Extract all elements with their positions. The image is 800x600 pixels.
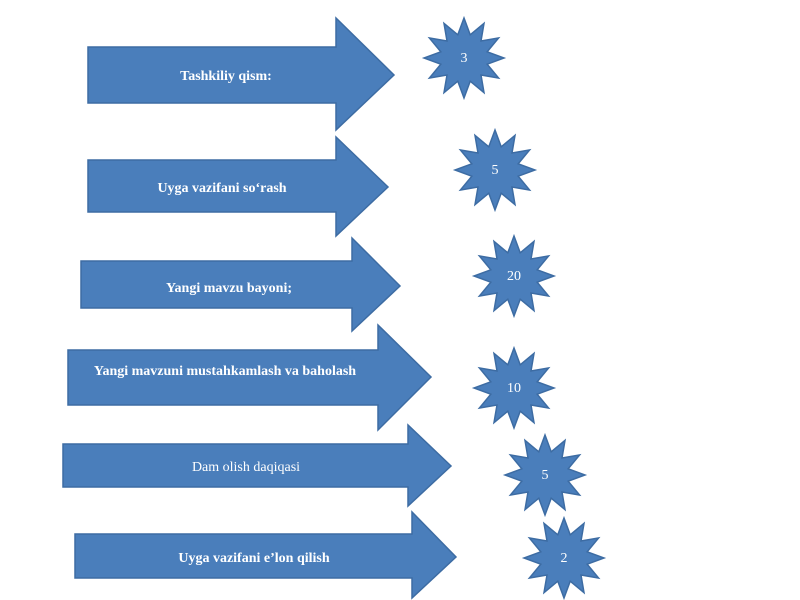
step-2-arrow: [87, 135, 390, 238]
step-6: Uyga vazifani e’lon qilish 2: [74, 510, 607, 600]
step-6-label: Uyga vazifani e’lon qilish: [178, 551, 330, 566]
step-1-label: Tashkiliy qism:: [180, 69, 272, 84]
step-3-label: Yangi mavzu bayoni;: [166, 281, 292, 296]
step-3-minutes: 20: [507, 269, 521, 284]
step-6-minutes-star: [521, 515, 607, 600]
step-2-label: Uyga vazifani so‘rash: [157, 181, 286, 196]
step-5-label: Dam olish daqiqasi: [192, 460, 300, 475]
step-5-minutes: 5: [542, 468, 549, 483]
step-3-minutes-star: [471, 233, 557, 319]
step-6-arrow: [74, 510, 458, 600]
step-1-arrow: [87, 16, 396, 132]
step-4: Yangi mavzuni mustahkamlash va baholash …: [67, 323, 557, 432]
step-2-minutes: 5: [492, 163, 499, 178]
step-4-minutes: 10: [507, 381, 521, 396]
step-3-arrow: [80, 236, 402, 333]
step-5-arrow: [62, 423, 453, 508]
step-2: Uyga vazifani so‘rash 5: [87, 127, 538, 238]
step-4-label: Yangi mavzuni mustahkamlash va baholash: [94, 364, 356, 379]
step-1-minutes-star: [421, 15, 507, 101]
step-1: Tashkiliy qism: 3: [87, 15, 507, 132]
step-1-minutes: 3: [461, 51, 468, 66]
step-5: Dam olish daqiqasi 5: [62, 423, 588, 518]
step-4-minutes-star: [471, 345, 557, 431]
step-6-minutes: 2: [561, 551, 568, 566]
step-4-arrow: [67, 323, 433, 432]
step-3: Yangi mavzu bayoni; 20: [80, 233, 557, 333]
step-2-minutes-star: [452, 127, 538, 213]
step-5-minutes-star: [502, 432, 588, 518]
